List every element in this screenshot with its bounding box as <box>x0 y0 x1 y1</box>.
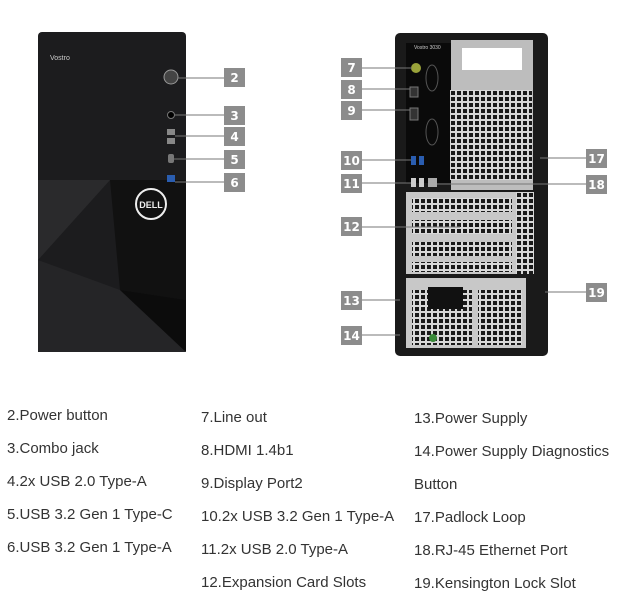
legend-item: 6.USB 3.2 Gen 1 Type-A <box>7 539 172 556</box>
legend-item: 8.HDMI 1.4b1 <box>201 442 294 459</box>
callout-14: 14 <box>341 326 362 345</box>
svg-text:Vostro 3030: Vostro 3030 <box>414 45 441 51</box>
legend-item: 14.Power Supply Diagnostics <box>414 443 610 460</box>
callout-9: 9 <box>341 101 362 120</box>
legend-item: 5.USB 3.2 Gen 1 Type-C <box>7 506 173 523</box>
legend-item: 10.2x USB 3.2 Gen 1 Type-A <box>201 508 395 525</box>
power-button-icon <box>163 69 179 85</box>
callout-10: 10 <box>341 151 362 170</box>
callout-11: 11 <box>341 174 362 193</box>
svg-text:Vostro: Vostro <box>50 55 70 62</box>
legend-item: 12.Expansion Card Slots <box>201 574 367 591</box>
legend-item: 2.Power button <box>7 407 108 424</box>
callout-13: 13 <box>341 291 362 310</box>
callout-12: 12 <box>341 217 362 236</box>
callout-18: 18 <box>586 175 607 194</box>
legend-item: Button <box>414 476 458 493</box>
legend-item: 3.Combo jack <box>7 440 99 457</box>
legend-item: 17.Padlock Loop <box>414 509 526 526</box>
callout-8: 8 <box>341 80 362 99</box>
legend-item: 13.Power Supply <box>414 410 528 427</box>
dell-logo <box>135 188 167 220</box>
svg-text:DELL: DELL <box>139 200 163 210</box>
legend-item: 11.2x USB 2.0 Type-A <box>201 541 349 558</box>
callout-3: 3 <box>224 106 245 125</box>
legend-item: 7.Line out <box>201 409 267 426</box>
legend-item: 18.RJ-45 Ethernet Port <box>414 542 568 559</box>
front-tower: DELL Vostro <box>38 32 224 352</box>
callout-17: 17 <box>586 149 607 168</box>
callout-7: 7 <box>341 58 362 77</box>
legend-item: 19.Kensington Lock Slot <box>414 575 576 592</box>
legend-item: 9.Display Port2 <box>201 475 303 492</box>
callout-5: 5 <box>224 150 245 169</box>
tower-illustrations: DELL Vostro Vostro 3030 <box>38 32 586 356</box>
callout-2: 2 <box>224 68 245 87</box>
legend-item: 4.2x USB 2.0 Type-A <box>7 473 147 490</box>
callout-6: 6 <box>224 173 245 192</box>
callout-4: 4 <box>224 127 245 146</box>
back-tower: Vostro 3030 <box>362 33 586 356</box>
callout-19: 19 <box>586 283 607 302</box>
